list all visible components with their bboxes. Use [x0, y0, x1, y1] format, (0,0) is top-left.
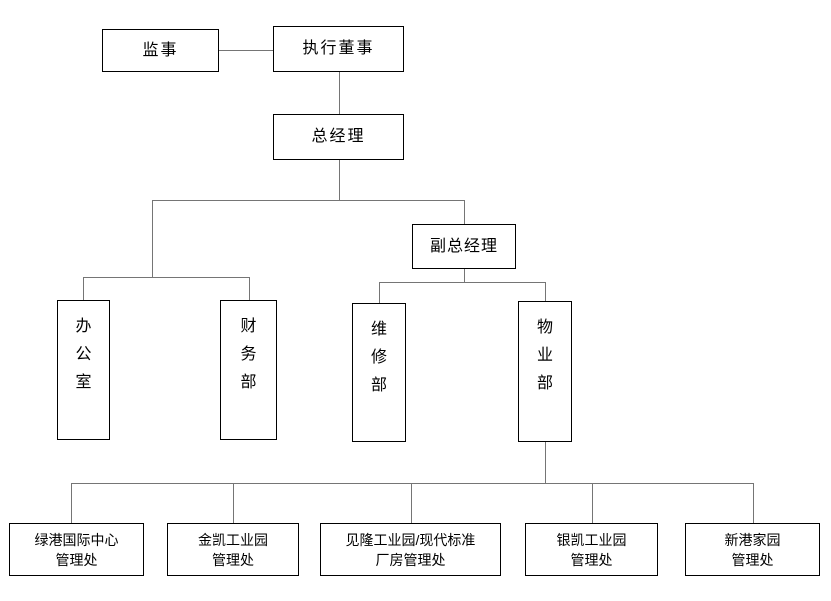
connector-drop-jinkai	[233, 483, 234, 523]
node-deputy-general-manager: 副总经理	[412, 224, 516, 269]
node-yinkai-office-line1: 银凯工业园	[556, 531, 627, 548]
connector-drop-finance	[249, 277, 250, 300]
connector-drop-yinkai	[592, 483, 593, 523]
connector-drop-xingang	[753, 483, 754, 523]
connector-drop-jianlong	[411, 483, 412, 523]
node-jianlong-office-line1: 见隆工业园/现代标准	[345, 531, 476, 548]
connector-left-branch-bus	[83, 277, 249, 278]
node-office-dept-label: 办公室	[75, 318, 92, 391]
node-office-dept: 办公室	[57, 300, 110, 440]
node-property-dept-label: 物业部	[536, 319, 553, 392]
node-yinkai-office-line2: 管理处	[570, 551, 613, 568]
node-finance-dept-label: 财务部	[240, 318, 257, 391]
node-lvgang-office-line1: 绿港国际中心	[34, 531, 119, 548]
connector-drop-property	[545, 282, 546, 301]
node-executive-director: 执行董事	[273, 26, 404, 72]
node-lvgang-office-line2: 管理处	[55, 551, 98, 568]
node-maintenance-dept-label: 维修部	[370, 321, 387, 394]
node-maintenance-dept: 维修部	[352, 303, 406, 442]
node-property-dept: 物业部	[518, 301, 572, 442]
connector-deputygm-stem	[464, 269, 465, 282]
connector-property-stem	[545, 442, 546, 483]
connector-deputygm-bus	[379, 282, 545, 283]
node-jianlong-office-line2: 厂房管理处	[375, 551, 446, 568]
node-xingang-office-line2: 管理处	[731, 551, 774, 568]
node-jinkai-office-line1: 金凯工业园	[198, 531, 268, 548]
node-lvgang-office: 绿港国际中心 管理处	[9, 523, 144, 576]
connector-supervisor-execdirector	[219, 50, 273, 51]
node-general-manager-label: 总经理	[311, 128, 366, 146]
node-finance-dept: 财务部	[220, 300, 277, 440]
node-supervisor-label: 监事	[142, 41, 179, 59]
node-executive-director-label: 执行董事	[302, 40, 375, 58]
node-general-manager: 总经理	[273, 114, 404, 160]
node-jinkai-office-line2: 管理处	[212, 551, 254, 568]
connector-property-bus	[71, 483, 753, 484]
node-supervisor: 监事	[102, 29, 219, 72]
connector-gm-bus	[152, 200, 465, 201]
node-jinkai-office: 金凯工业园 管理处	[167, 523, 299, 576]
connector-left-branch-stem	[152, 200, 153, 277]
node-xingang-office: 新港家园 管理处	[685, 523, 820, 576]
node-deputy-general-manager-label: 副总经理	[429, 237, 498, 255]
node-xingang-office-line1: 新港家园	[724, 531, 781, 548]
connector-drop-office	[83, 277, 84, 300]
node-yinkai-office: 银凯工业园 管理处	[525, 523, 658, 576]
connector-drop-maintenance	[379, 282, 380, 303]
connector-gm-stem	[339, 160, 340, 200]
connector-drop-deputygm	[464, 200, 465, 224]
node-jianlong-office: 见隆工业园/现代标准 厂房管理处	[320, 523, 501, 576]
connector-execdirector-gm	[339, 72, 340, 114]
connector-drop-lvgang	[71, 483, 72, 523]
